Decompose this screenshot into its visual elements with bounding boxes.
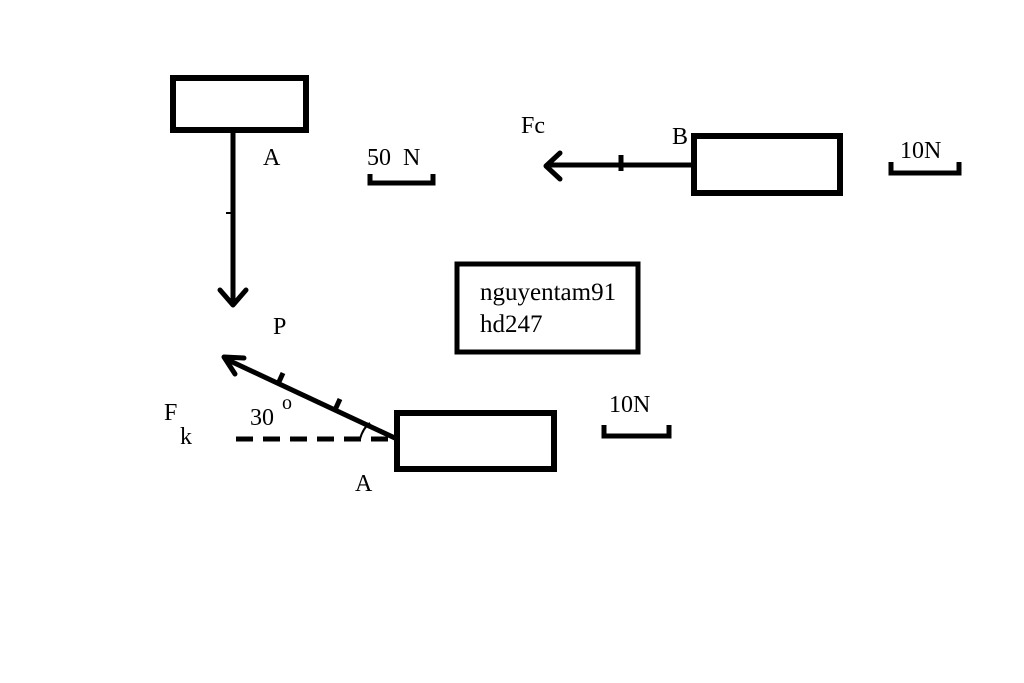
force-arrow-p-head (217, 287, 249, 308)
scale-label-50n: 50 N (367, 145, 420, 171)
diagram-pull-force: F k 30 o A 10N (164, 354, 672, 497)
point-label-a: A (355, 471, 373, 497)
object-box-3 (394, 410, 557, 472)
force-label-fc: Fc (521, 113, 545, 139)
scale-label-10n-top: 10N (900, 138, 941, 164)
arrow-tick-mark (275, 371, 286, 386)
watermark-line-2: hd247 (480, 311, 543, 338)
scale-bar-10n-bottom (601, 425, 672, 439)
point-label-b: B (672, 124, 688, 150)
point-label-a: A (263, 145, 281, 171)
force-arrow-fk-shaft (226, 357, 399, 442)
angle-arc (359, 422, 371, 440)
object-box-1 (170, 75, 309, 133)
force-arrow-fk-head (221, 354, 247, 377)
diagram-drag-force: Fc B 10N (521, 113, 962, 196)
force-arrow-fc-head (543, 150, 563, 182)
watermark: nguyentam91 hd247 (454, 261, 641, 355)
force-label-f-subscript: k (180, 424, 192, 450)
force-label-f: F (164, 400, 177, 426)
arrow-tick-mark (332, 397, 343, 412)
scale-bar-50n (367, 174, 436, 186)
force-label-p: P (273, 314, 286, 340)
angle-value: 30 (250, 405, 274, 431)
scale-label-10n-bottom: 10N (609, 392, 650, 418)
scale-bar-10n-top (888, 162, 962, 176)
angle-degree-sign: o (282, 392, 292, 414)
object-box-2 (691, 133, 843, 196)
diagram-weight: A P 50 N (170, 75, 436, 340)
watermark-box (454, 261, 641, 355)
watermark-line-1: nguyentam91 (480, 279, 616, 306)
